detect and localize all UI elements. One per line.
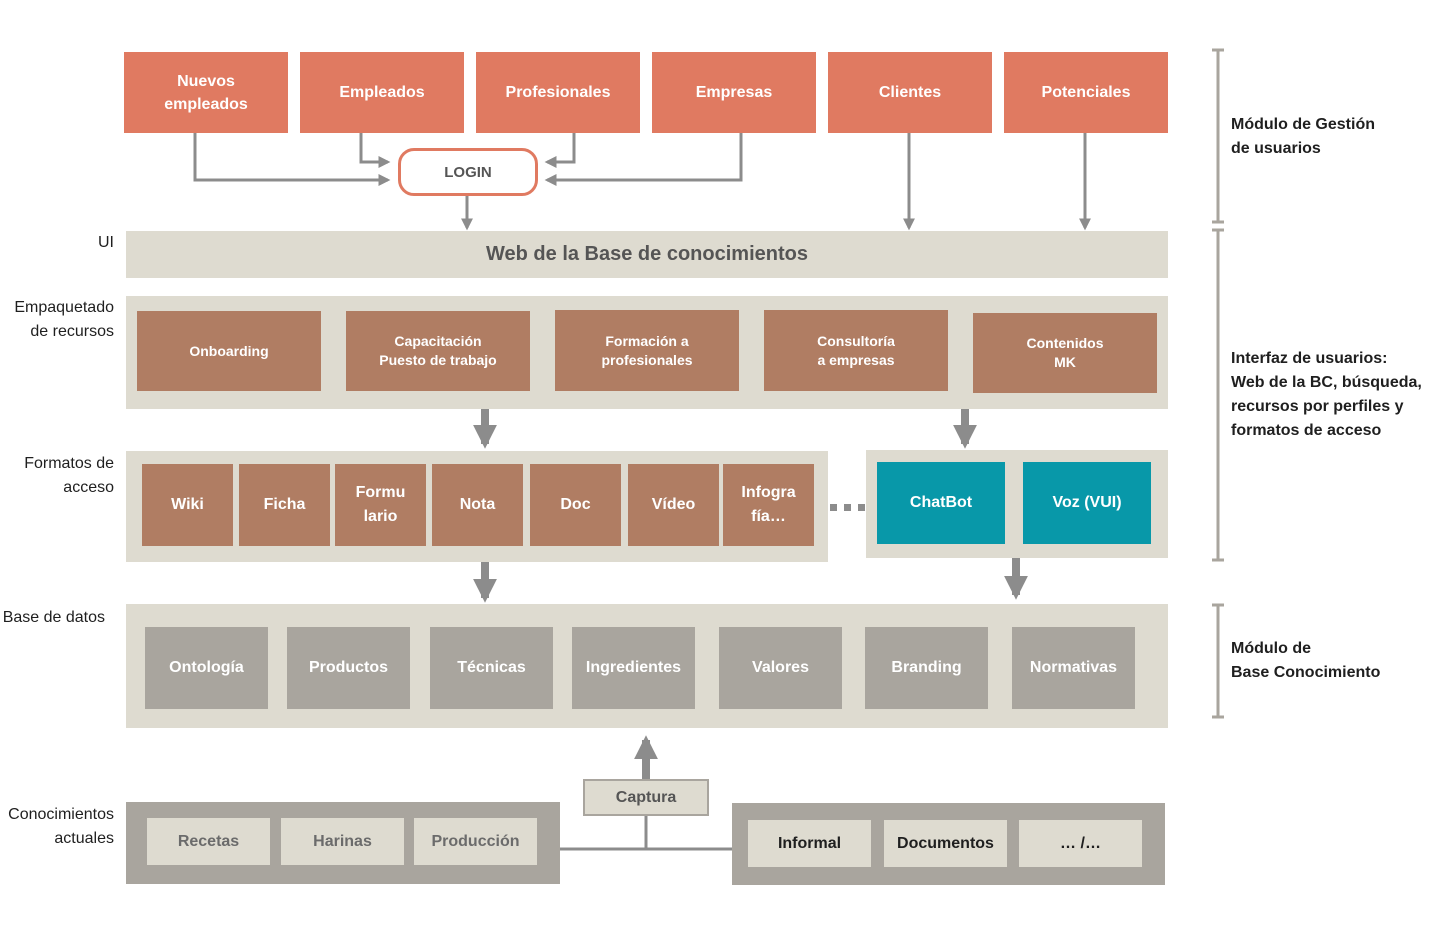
knowledge-production: Producción xyxy=(414,818,537,865)
resource-onboarding: Onboarding xyxy=(137,311,321,391)
user-companies: Empresas xyxy=(652,52,816,133)
db-regulations: Normativas xyxy=(1012,627,1135,709)
format-chatbot: ChatBot xyxy=(877,462,1005,544)
knowledge-flours: Harinas xyxy=(281,818,404,865)
db-ontology: Ontología xyxy=(145,627,268,709)
user-clients: Clientes xyxy=(828,52,992,133)
knowledge-documents: Documentos xyxy=(884,820,1007,867)
right-brackets xyxy=(1212,48,1224,719)
ui-label: UI xyxy=(98,234,114,251)
web-title: Web de la Base de conocimientos xyxy=(126,231,1168,278)
format-form: Formu lario xyxy=(335,464,426,546)
format-wiki: Wiki xyxy=(142,464,233,546)
format-infographic: Infogra fía… xyxy=(723,464,814,546)
arrow-employees-login xyxy=(359,133,391,168)
packaging-label: Empaquetado de recursos xyxy=(14,299,114,340)
resource-professional-training: Formación a profesionales xyxy=(555,310,739,391)
ellipsis-dots xyxy=(830,504,865,511)
module-interface-label: Interfaz de usuarios: Web de la BC, búsq… xyxy=(1231,350,1422,439)
formats-label: Formatos de acceso xyxy=(24,455,114,496)
format-voice: Voz (VUI) xyxy=(1023,462,1151,544)
resource-mk-content: Contenidos MK xyxy=(973,313,1157,393)
format-video: Vídeo xyxy=(628,464,719,546)
db-techniques: Técnicas xyxy=(430,627,553,709)
db-values: Valores xyxy=(719,627,842,709)
db-branding: Branding xyxy=(865,627,988,709)
format-doc: Doc xyxy=(530,464,621,546)
user-potentials: Potenciales xyxy=(1004,52,1168,133)
knowledge-more: … /… xyxy=(1019,820,1142,867)
arrow-companies-login xyxy=(544,133,743,186)
format-sheet: Ficha xyxy=(239,464,330,546)
capture-box: Captura xyxy=(583,779,709,816)
knowledge-recipes: Recetas xyxy=(147,818,270,865)
db-products: Productos xyxy=(287,627,410,709)
format-note: Nota xyxy=(432,464,523,546)
knowledge-informal: Informal xyxy=(748,820,871,867)
arrow-new-employees-login xyxy=(193,133,391,186)
database-label: Base de datos xyxy=(2,609,105,626)
login-box: LOGIN xyxy=(398,148,538,196)
resource-business-consulting: Consultoría a empresas xyxy=(764,310,948,391)
user-employees: Empleados xyxy=(300,52,464,133)
user-new-employees: Nuevos empleados xyxy=(124,52,288,133)
arrow-professionals-login xyxy=(544,133,576,168)
knowledge-label: Conocimientos actuales xyxy=(8,806,114,847)
resource-workplace-training: Capacitación Puesto de trabajo xyxy=(346,311,530,391)
user-professionals: Profesionales xyxy=(476,52,640,133)
module-users-label: Módulo de Gestión de usuarios xyxy=(1231,116,1375,157)
db-ingredients: Ingredientes xyxy=(572,627,695,709)
module-kb-label: Módulo de Base Conocimiento xyxy=(1231,640,1381,681)
